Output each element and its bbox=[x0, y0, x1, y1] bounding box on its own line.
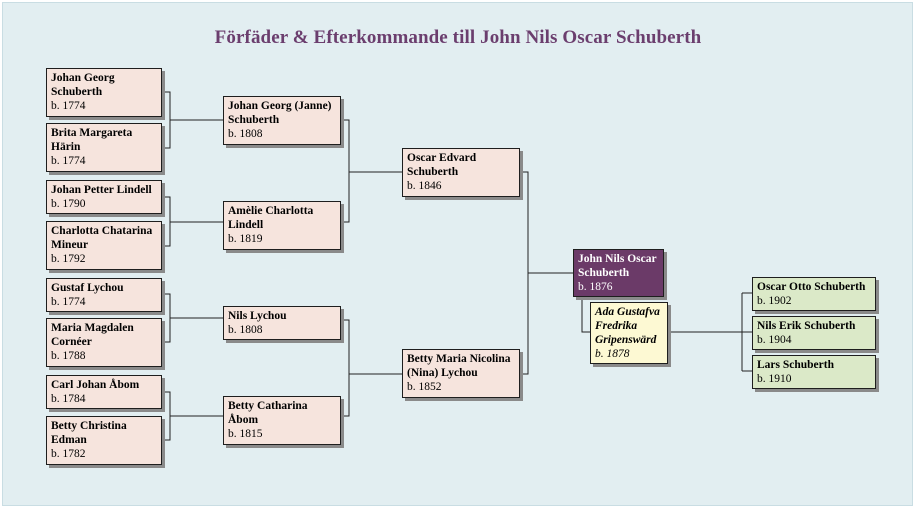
connector-g3-5-6 bbox=[162, 293, 223, 343]
person-birth: b. 1910 bbox=[757, 373, 792, 385]
person-birth: b. 1808 bbox=[228, 128, 263, 140]
person-birth: b. 1788 bbox=[51, 350, 86, 362]
person-box-g3-6[interactable]: Maria Magdalen Cornéer b. 1788 bbox=[46, 318, 162, 367]
person-birth: b. 1815 bbox=[228, 428, 263, 440]
person-box-g2-3[interactable]: Nils Lychou b. 1808 bbox=[223, 306, 341, 340]
person-birth: b. 1819 bbox=[228, 233, 263, 245]
person-name: Gustaf Lychou bbox=[51, 282, 124, 294]
person-birth: b. 1782 bbox=[51, 448, 86, 460]
person-birth: b. 1774 bbox=[51, 100, 86, 112]
person-name: Johan Petter Lindell bbox=[51, 184, 152, 196]
person-box-g3-7[interactable]: Carl Johan Åbom b. 1784 bbox=[46, 375, 162, 409]
person-name: Oscar Otto Schuberth bbox=[757, 281, 866, 293]
person-name: Carl Johan Åbom bbox=[51, 379, 140, 391]
person-birth: b. 1846 bbox=[407, 180, 442, 192]
person-name: Maria Magdalen Cornéer bbox=[51, 322, 134, 348]
connector-g2-1-2 bbox=[341, 119, 402, 223]
person-box-g1-2[interactable]: Betty Maria Nicolina (Nina) Lychou b. 18… bbox=[402, 349, 520, 398]
person-birth: b. 1876 bbox=[578, 281, 613, 293]
spouse-box[interactable]: Ada Gustafva Fredrika Gripenswärd b. 187… bbox=[590, 302, 668, 364]
person-box-g3-8[interactable]: Betty Christina Edman b. 1782 bbox=[46, 416, 162, 465]
person-name: Betty Catharina Åbom bbox=[228, 400, 308, 426]
person-name: Amèlie Charlotta Lindell bbox=[228, 205, 314, 231]
person-name: Johan Georg (Janne) Schuberth bbox=[228, 100, 332, 126]
person-name: John Nils Oscar Schuberth bbox=[578, 253, 657, 279]
connector-spouse bbox=[581, 297, 590, 333]
person-name: Johan Georg Schuberth bbox=[51, 72, 115, 98]
person-box-g3-1[interactable]: Johan Georg Schuberth b. 1774 bbox=[46, 68, 162, 117]
person-birth: b. 1902 bbox=[757, 295, 792, 307]
connector-children bbox=[741, 292, 752, 372]
person-box-g3-3[interactable]: Johan Petter Lindell b. 1790 bbox=[46, 180, 162, 214]
person-birth: b. 1774 bbox=[51, 155, 86, 167]
person-box-g2-2[interactable]: Amèlie Charlotta Lindell b. 1819 bbox=[223, 201, 341, 250]
connector-g3-3-4 bbox=[162, 196, 223, 247]
person-name: Oscar Edvard Schuberth bbox=[407, 152, 477, 178]
person-box-g3-2[interactable]: Brita Margareta Härin b. 1774 bbox=[46, 123, 162, 172]
person-name: Nils Erik Schuberth bbox=[757, 320, 856, 332]
person-birth: b. 1792 bbox=[51, 253, 86, 265]
person-birth: b. 1904 bbox=[757, 334, 792, 346]
child-box-1[interactable]: Oscar Otto Schuberth b. 1902 bbox=[752, 277, 876, 311]
person-birth: b. 1808 bbox=[228, 324, 263, 336]
person-name: Betty Maria Nicolina (Nina) Lychou bbox=[407, 353, 511, 379]
person-birth: b. 1784 bbox=[51, 393, 86, 405]
person-name: Brita Margareta Härin bbox=[51, 127, 133, 153]
person-name: Lars Schuberth bbox=[757, 359, 834, 371]
person-name: Charlotta Chatarina Mineur bbox=[51, 225, 153, 251]
connector-g2-3-4 bbox=[341, 319, 402, 417]
person-name: Ada Gustafva Fredrika Gripenswärd bbox=[595, 306, 660, 346]
person-birth: b. 1852 bbox=[407, 381, 442, 393]
root-person-box[interactable]: John Nils Oscar Schuberth b. 1876 bbox=[573, 249, 664, 297]
connector-g3-1-2 bbox=[162, 91, 223, 149]
person-box-g3-4[interactable]: Charlotta Chatarina Mineur b. 1792 bbox=[46, 221, 162, 270]
person-name: Nils Lychou bbox=[228, 310, 287, 322]
chart-title: Förfäder & Efterkommande till John Nils … bbox=[214, 27, 702, 48]
person-birth: b. 1774 bbox=[51, 296, 86, 308]
person-birth: b. 1790 bbox=[51, 198, 86, 210]
person-box-g2-4[interactable]: Betty Catharina Åbom b. 1815 bbox=[223, 396, 341, 445]
person-box-g3-5[interactable]: Gustaf Lychou b. 1774 bbox=[46, 278, 162, 312]
child-box-2[interactable]: Nils Erik Schuberth b. 1904 bbox=[752, 316, 876, 350]
person-birth: b. 1878 bbox=[595, 348, 630, 360]
person-box-g2-1[interactable]: Johan Georg (Janne) Schuberth b. 1808 bbox=[223, 96, 341, 145]
connector-g1-1-2 bbox=[520, 171, 573, 375]
person-name: Betty Christina Edman bbox=[51, 420, 127, 446]
connector-g3-7-8 bbox=[162, 391, 223, 441]
person-box-g1-1[interactable]: Oscar Edvard Schuberth b. 1846 bbox=[402, 148, 520, 197]
child-box-3[interactable]: Lars Schuberth b. 1910 bbox=[752, 355, 876, 389]
